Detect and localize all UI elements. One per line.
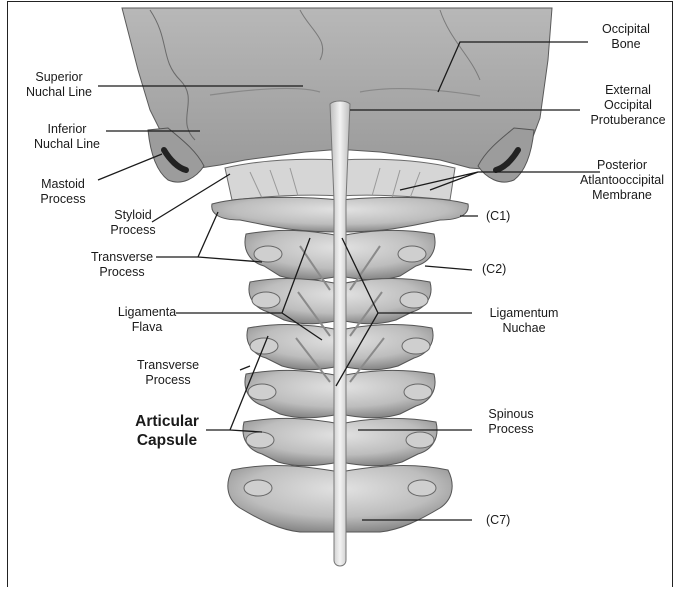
label-ln-line1: Ligamentum bbox=[480, 306, 568, 321]
label-inferior-nuchal-line: Inferior Nuchal Line bbox=[26, 122, 108, 152]
label-inl-line2: Nuchal Line bbox=[26, 137, 108, 152]
label-transverse-process-upper: Transverse Process bbox=[82, 250, 162, 280]
label-tpl-line2: Process bbox=[128, 373, 208, 388]
label-tpu-line1: Transverse bbox=[82, 250, 162, 265]
label-styloid-process: Styloid Process bbox=[98, 208, 168, 238]
label-occipital-bone: Occipital Bone bbox=[586, 22, 666, 52]
label-mastoid-process: Mastoid Process bbox=[28, 177, 98, 207]
label-tpl-line1: Transverse bbox=[128, 358, 208, 373]
label-transverse-process-lower: Transverse Process bbox=[128, 358, 208, 388]
label-eop-line2: Occipital bbox=[578, 98, 678, 113]
label-posterior-atlantooccipital-membrane: Posterior Atlantooccipital Membrane bbox=[568, 158, 676, 203]
label-occipital-bone-line2: Bone bbox=[586, 37, 666, 52]
label-lf-line2: Flava bbox=[112, 320, 182, 335]
label-tpu-line2: Process bbox=[82, 265, 162, 280]
label-superior-nuchal-line: Superior Nuchal Line bbox=[18, 70, 100, 100]
label-ln-line2: Nuchae bbox=[480, 321, 568, 336]
label-c2: (C2) bbox=[482, 262, 506, 277]
label-spinous-process: Spinous Process bbox=[476, 407, 546, 437]
label-mastoid-line1: Mastoid bbox=[28, 177, 98, 192]
label-snl-line1: Superior bbox=[18, 70, 100, 85]
label-ac-line1: Articular bbox=[124, 412, 210, 431]
label-c1: (C1) bbox=[486, 209, 510, 224]
label-c7: (C7) bbox=[486, 513, 510, 528]
label-pam-line2: Atlantooccipital bbox=[568, 173, 676, 188]
label-pam-line3: Membrane bbox=[568, 188, 676, 203]
label-snl-line2: Nuchal Line bbox=[18, 85, 100, 100]
label-eop-line3: Protuberance bbox=[578, 113, 678, 128]
label-pam-line1: Posterior bbox=[568, 158, 676, 173]
label-styloid-line1: Styloid bbox=[98, 208, 168, 223]
label-ac-line2: Capsule bbox=[124, 431, 210, 450]
label-inl-line1: Inferior bbox=[26, 122, 108, 137]
label-sp-line2: Process bbox=[476, 422, 546, 437]
label-external-occipital-protuberance: External Occipital Protuberance bbox=[578, 83, 678, 128]
label-mastoid-line2: Process bbox=[28, 192, 98, 207]
label-ligamenta-flava: Ligamenta Flava bbox=[112, 305, 182, 335]
label-ligamentum-nuchae: Ligamentum Nuchae bbox=[480, 306, 568, 336]
label-eop-line1: External bbox=[578, 83, 678, 98]
label-articular-capsule: Articular Capsule bbox=[124, 412, 210, 450]
label-lf-line1: Ligamenta bbox=[112, 305, 182, 320]
label-sp-line1: Spinous bbox=[476, 407, 546, 422]
label-styloid-line2: Process bbox=[98, 223, 168, 238]
label-occipital-bone-line1: Occipital bbox=[586, 22, 666, 37]
